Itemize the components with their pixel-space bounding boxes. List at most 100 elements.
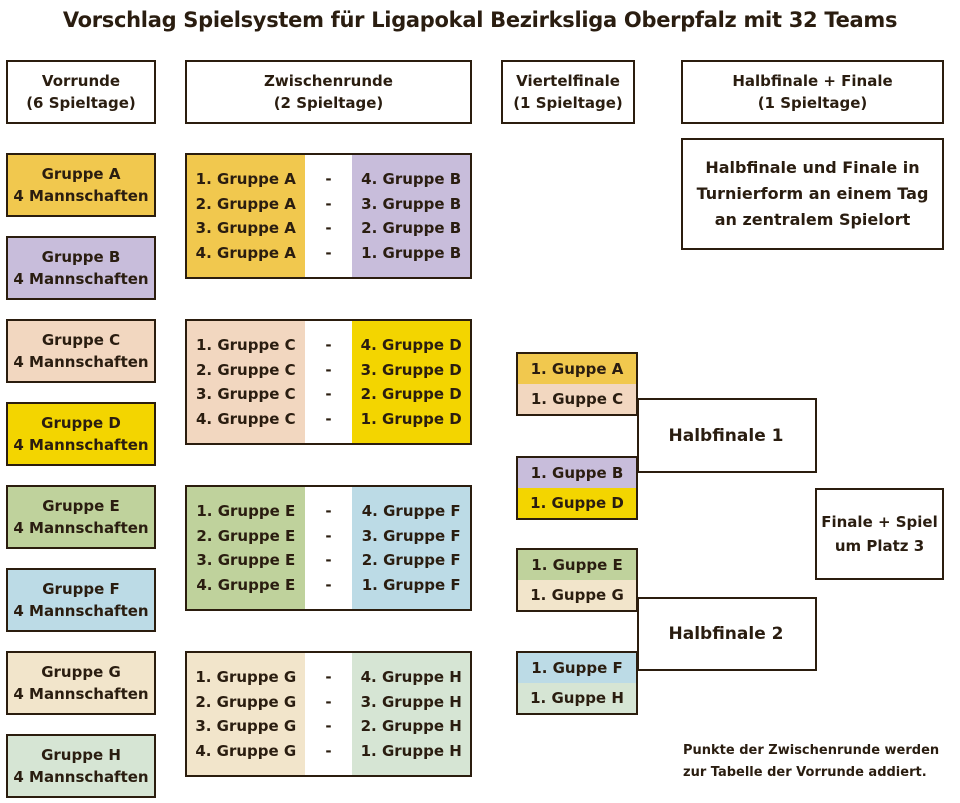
finale-line: Finale + Spiel — [821, 513, 938, 531]
match-dash: - — [325, 385, 332, 403]
halbfinale-1-box: Halbfinale 1 — [637, 398, 817, 473]
match-home: 1. Gruppe E — [196, 502, 296, 520]
header-sub: (6 Spieltage) — [26, 94, 136, 112]
match-home: 4. Gruppe E — [196, 575, 296, 594]
info-line: Halbfinale und Finale in — [705, 158, 920, 177]
header-label: Halbfinale + Finale — [732, 72, 893, 90]
zwischenrunde-block: 1. Gruppe A 2. Gruppe A 3. Gruppe A 4. Grup… — [185, 153, 472, 279]
match-away: 4. Gruppe F — [361, 502, 461, 520]
vf-team: 1. Guppe H — [518, 683, 636, 713]
group-name: Gruppe A — [41, 165, 121, 183]
group-teams: 4 Mannschaften — [13, 353, 149, 371]
match-dash: - — [325, 741, 332, 760]
vf-team: 1. Guppe D — [518, 488, 636, 518]
vf-team: 1. Guppe E — [518, 550, 636, 580]
finale-line: um Platz 3 — [834, 537, 925, 555]
group-name: Gruppe D — [41, 414, 121, 432]
match-away: 2. Gruppe D — [360, 385, 462, 403]
match-home: 3. Gruppe E — [196, 551, 296, 569]
group-box-a: Gruppe A 4 Mannschaften — [6, 153, 156, 217]
halbfinale-1-label: Halbfinale 1 — [668, 425, 784, 446]
match-dash: - — [325, 194, 332, 213]
header-zwischenrunde: Zwischenrunde (2 Spieltage) — [185, 60, 472, 124]
match-away: 3. Gruppe D — [360, 360, 462, 379]
match-home: 4. Gruppe A — [195, 243, 296, 262]
group-teams: 4 Mannschaften — [13, 685, 149, 703]
away-column: 4. Gruppe F 3. Gruppe F 2. Gruppe F 1. Grup… — [352, 487, 470, 609]
halbfinale-2-box: Halbfinale 2 — [637, 597, 817, 671]
group-name: Gruppe H — [41, 746, 121, 764]
match-dash: - — [325, 336, 332, 354]
connector-line — [637, 398, 639, 473]
match-away: 2. Gruppe F — [361, 551, 461, 569]
match-dash: - — [325, 170, 332, 188]
vf-team: 1. Guppe C — [518, 384, 636, 414]
match-dash: - — [325, 360, 332, 379]
match-home: 4. Gruppe C — [195, 409, 296, 428]
match-home: 3. Gruppe A — [195, 219, 296, 237]
dash-column: - - - - — [304, 321, 353, 443]
match-home: 1. Gruppe G — [195, 668, 297, 686]
header-sub: (2 Spieltage) — [273, 94, 384, 112]
group-box-f: Gruppe F 4 Mannschaften — [6, 568, 156, 632]
header-halbfinale-finale: Halbfinale + Finale (1 Spieltage) — [681, 60, 944, 124]
match-dash: - — [325, 551, 332, 569]
header-label: Zwischenrunde — [264, 72, 393, 90]
match-away: 4. Gruppe D — [360, 336, 462, 354]
group-name: Gruppe F — [42, 580, 120, 598]
info-line: an zentralem Spielort — [714, 210, 911, 229]
group-teams: 4 Mannschaften — [13, 602, 149, 620]
group-teams: 4 Mannschaften — [13, 768, 149, 786]
vf-team: 1. Guppe G — [518, 580, 636, 610]
header-sub: (1 Spieltage) — [757, 94, 868, 112]
group-teams: 4 Mannschaften — [13, 519, 149, 537]
group-name: Gruppe B — [41, 248, 121, 266]
vf-team: 1. Guppe F — [518, 653, 636, 683]
header-label: Vorrunde — [41, 72, 121, 90]
dash-column: - - - - — [304, 155, 353, 277]
match-dash: - — [325, 409, 332, 428]
connector-line — [637, 597, 639, 671]
match-away: 3. Gruppe F — [361, 526, 461, 545]
group-box-b: Gruppe B 4 Mannschaften — [6, 236, 156, 300]
match-home: 2. Gruppe A — [195, 194, 296, 213]
group-box-h: Gruppe H 4 Mannschaften — [6, 734, 156, 798]
match-dash: - — [325, 243, 332, 262]
away-column: 4. Gruppe D 3. Gruppe D 2. Gruppe D 1. Grup… — [352, 321, 470, 443]
match-dash: - — [325, 502, 332, 520]
match-away: 1. Gruppe F — [361, 575, 461, 594]
note-line: zur Tabelle der Vorrunde addiert. — [683, 765, 927, 780]
header-viertelfinale: Viertelfinale(1 Spieltage) — [501, 60, 635, 124]
match-away: 1. Gruppe B — [361, 243, 462, 262]
match-home: 3. Gruppe G — [195, 717, 297, 735]
match-away: 4. Gruppe H — [360, 668, 462, 686]
match-away: 1. Gruppe D — [360, 409, 462, 428]
match-away: 4. Gruppe B — [361, 170, 462, 188]
match-dash: - — [325, 219, 332, 237]
group-name: Gruppe G — [41, 663, 121, 681]
group-box-g: Gruppe G 4 Mannschaften — [6, 651, 156, 715]
match-home: 4. Gruppe G — [195, 741, 297, 760]
group-name: Gruppe C — [41, 331, 121, 349]
page-title: Vorschlag Spielsystem für Ligapokal Bezi… — [62, 8, 898, 32]
header-label: Viertelfinale — [516, 72, 620, 90]
group-teams: 4 Mannschaften — [13, 270, 149, 288]
vf-team: 1. Guppe B — [518, 458, 636, 488]
match-away: 2. Gruppe B — [361, 219, 462, 237]
group-name: Gruppe E — [42, 497, 120, 515]
match-home: 1. Gruppe A — [195, 170, 296, 188]
group-box-e: Gruppe E 4 Mannschaften — [6, 485, 156, 549]
dash-column: ---- — [304, 653, 353, 775]
group-teams: 4 Mannschaften — [13, 187, 149, 205]
